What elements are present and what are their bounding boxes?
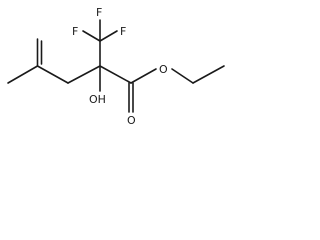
cf-bond-left bbox=[82, 30, 101, 42]
atom-f-top: F bbox=[96, 6, 102, 19]
molecule-structure: F F F OH O O bbox=[7, 6, 225, 127]
atom-f-left: F bbox=[72, 25, 78, 38]
atom-hydroxyl: OH bbox=[89, 93, 106, 106]
methyl-bond bbox=[7, 65, 39, 84]
ester-bond bbox=[130, 68, 157, 84]
atom-ester-oxygen: O bbox=[159, 63, 168, 76]
ethyl-bond bbox=[192, 65, 225, 84]
ethoxy-bond bbox=[171, 68, 194, 84]
allyl-bond bbox=[36, 65, 69, 84]
carbonyl-carbon-bond bbox=[99, 65, 132, 84]
atom-carbonyl-oxygen: O bbox=[127, 114, 136, 127]
atom-f-right: F bbox=[120, 25, 126, 38]
cf-bond-right bbox=[99, 30, 118, 42]
methylene-bond bbox=[67, 65, 101, 84]
